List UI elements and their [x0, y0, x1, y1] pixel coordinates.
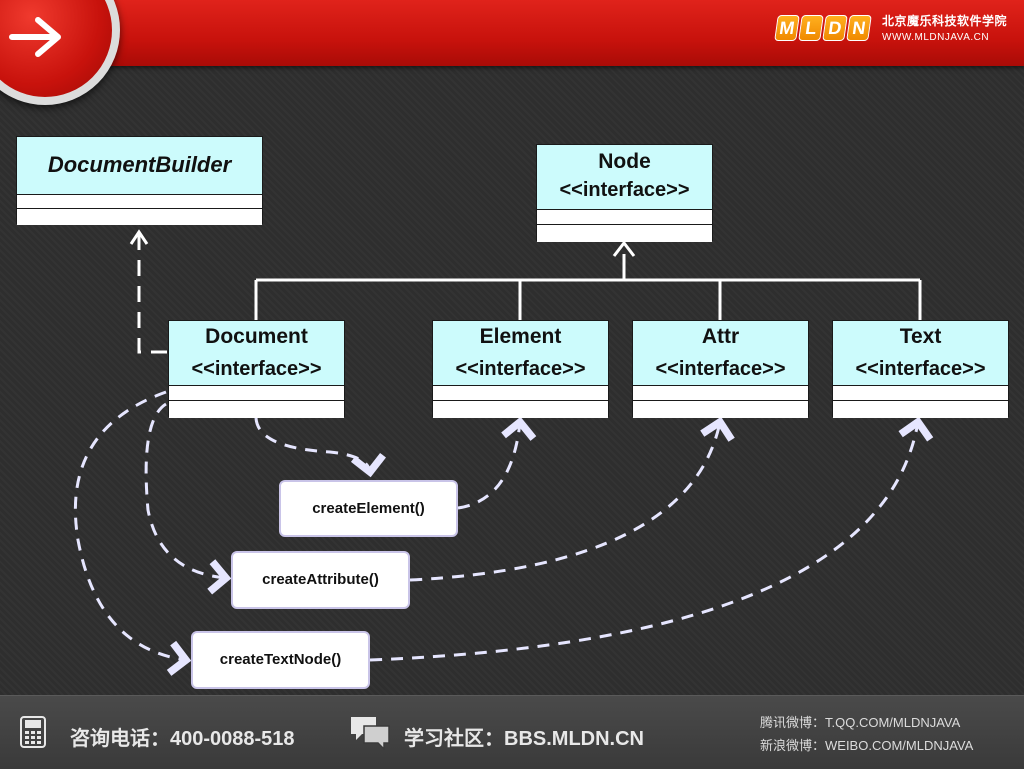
createelement-to-element-line [457, 416, 537, 510]
documentbuilder-methods-section [17, 208, 262, 225]
attr-attributes-section [633, 385, 808, 401]
attr-interface-box: Attr <<interface>> [632, 320, 809, 418]
text-interface-box: Text <<interface>> [832, 320, 1009, 418]
element-attributes-section [433, 385, 608, 401]
sina-weibo-link[interactable]: 新浪微博：WEIBO.COM/MLDNJAVA [760, 738, 974, 753]
createtextnode-method-box: createTextNode() [191, 631, 370, 689]
header-bar: M L D N 北京魔乐科技软件学院 WWW.MLDNJAVA.CN [0, 0, 1024, 105]
createattribute-method-box: createAttribute() [231, 551, 410, 609]
phone-icon [20, 716, 46, 748]
doc-to-createtextnode-line [73, 390, 192, 676]
document-interface-box: Document <<interface>> [168, 320, 345, 418]
brand-url: WWW.MLDNJAVA.CN [882, 32, 990, 43]
generalization-arrowhead [612, 240, 636, 257]
doc-to-createelement-line [254, 417, 386, 478]
document-attributes-section [169, 385, 344, 401]
document-stereotype: <<interface>> [191, 358, 322, 380]
text-stereotype: <<interface>> [855, 358, 986, 380]
brand-name-cn: 北京魔乐科技软件学院 [882, 14, 1008, 28]
createelement-method-box: createElement() [279, 480, 458, 537]
document-methods-section [169, 400, 344, 418]
element-interface-box: Element <<interface>> [432, 320, 609, 418]
node-attributes-section [537, 209, 712, 225]
brand-logo: M L D N 北京魔乐科技软件学院 WWW.MLDNJAVA.CN [774, 12, 1008, 43]
attr-stereotype: <<interface>> [655, 358, 786, 380]
createtextnode-to-text-line [369, 416, 934, 662]
createattribute-to-attr-line [409, 416, 735, 582]
attr-methods-section [633, 400, 808, 418]
node-name: Node [598, 150, 651, 173]
text-name: Text [899, 325, 942, 348]
chat-bubbles-icon [351, 717, 390, 750]
node-stereotype: <<interface>> [559, 179, 690, 201]
node-methods-section [537, 224, 712, 242]
builder-dependency-line [137, 232, 167, 354]
attr-name: Attr [701, 325, 740, 348]
element-methods-section [433, 400, 608, 418]
documentbuilder-attributes-section [17, 194, 262, 209]
doc-to-createattribute-line [144, 402, 232, 595]
element-name: Element [479, 325, 562, 348]
arrow-right-icon [9, 17, 61, 57]
text-methods-section [833, 400, 1008, 418]
documentbuilder-class-box: DocumentBuilder [16, 136, 263, 225]
forum-label: 学习社区：BBS.MLDN.CN [404, 728, 644, 750]
phone-label: 咨询电话：400-0088-518 [70, 728, 295, 750]
document-name: Document [205, 325, 308, 348]
element-stereotype: <<interface>> [455, 358, 586, 380]
footer-bar: 咨询电话：400-0088-518 学习社区：BBS.MLDN.CN 腾讯微博：… [0, 695, 1024, 769]
node-interface-box: Node <<interface>> [536, 144, 713, 242]
inheritance-lines [254, 254, 922, 320]
text-attributes-section [833, 385, 1008, 401]
tencent-weibo-link[interactable]: 腾讯微博：T.QQ.COM/MLDNJAVA [760, 715, 961, 730]
documentbuilder-name: DocumentBuilder [47, 152, 232, 177]
